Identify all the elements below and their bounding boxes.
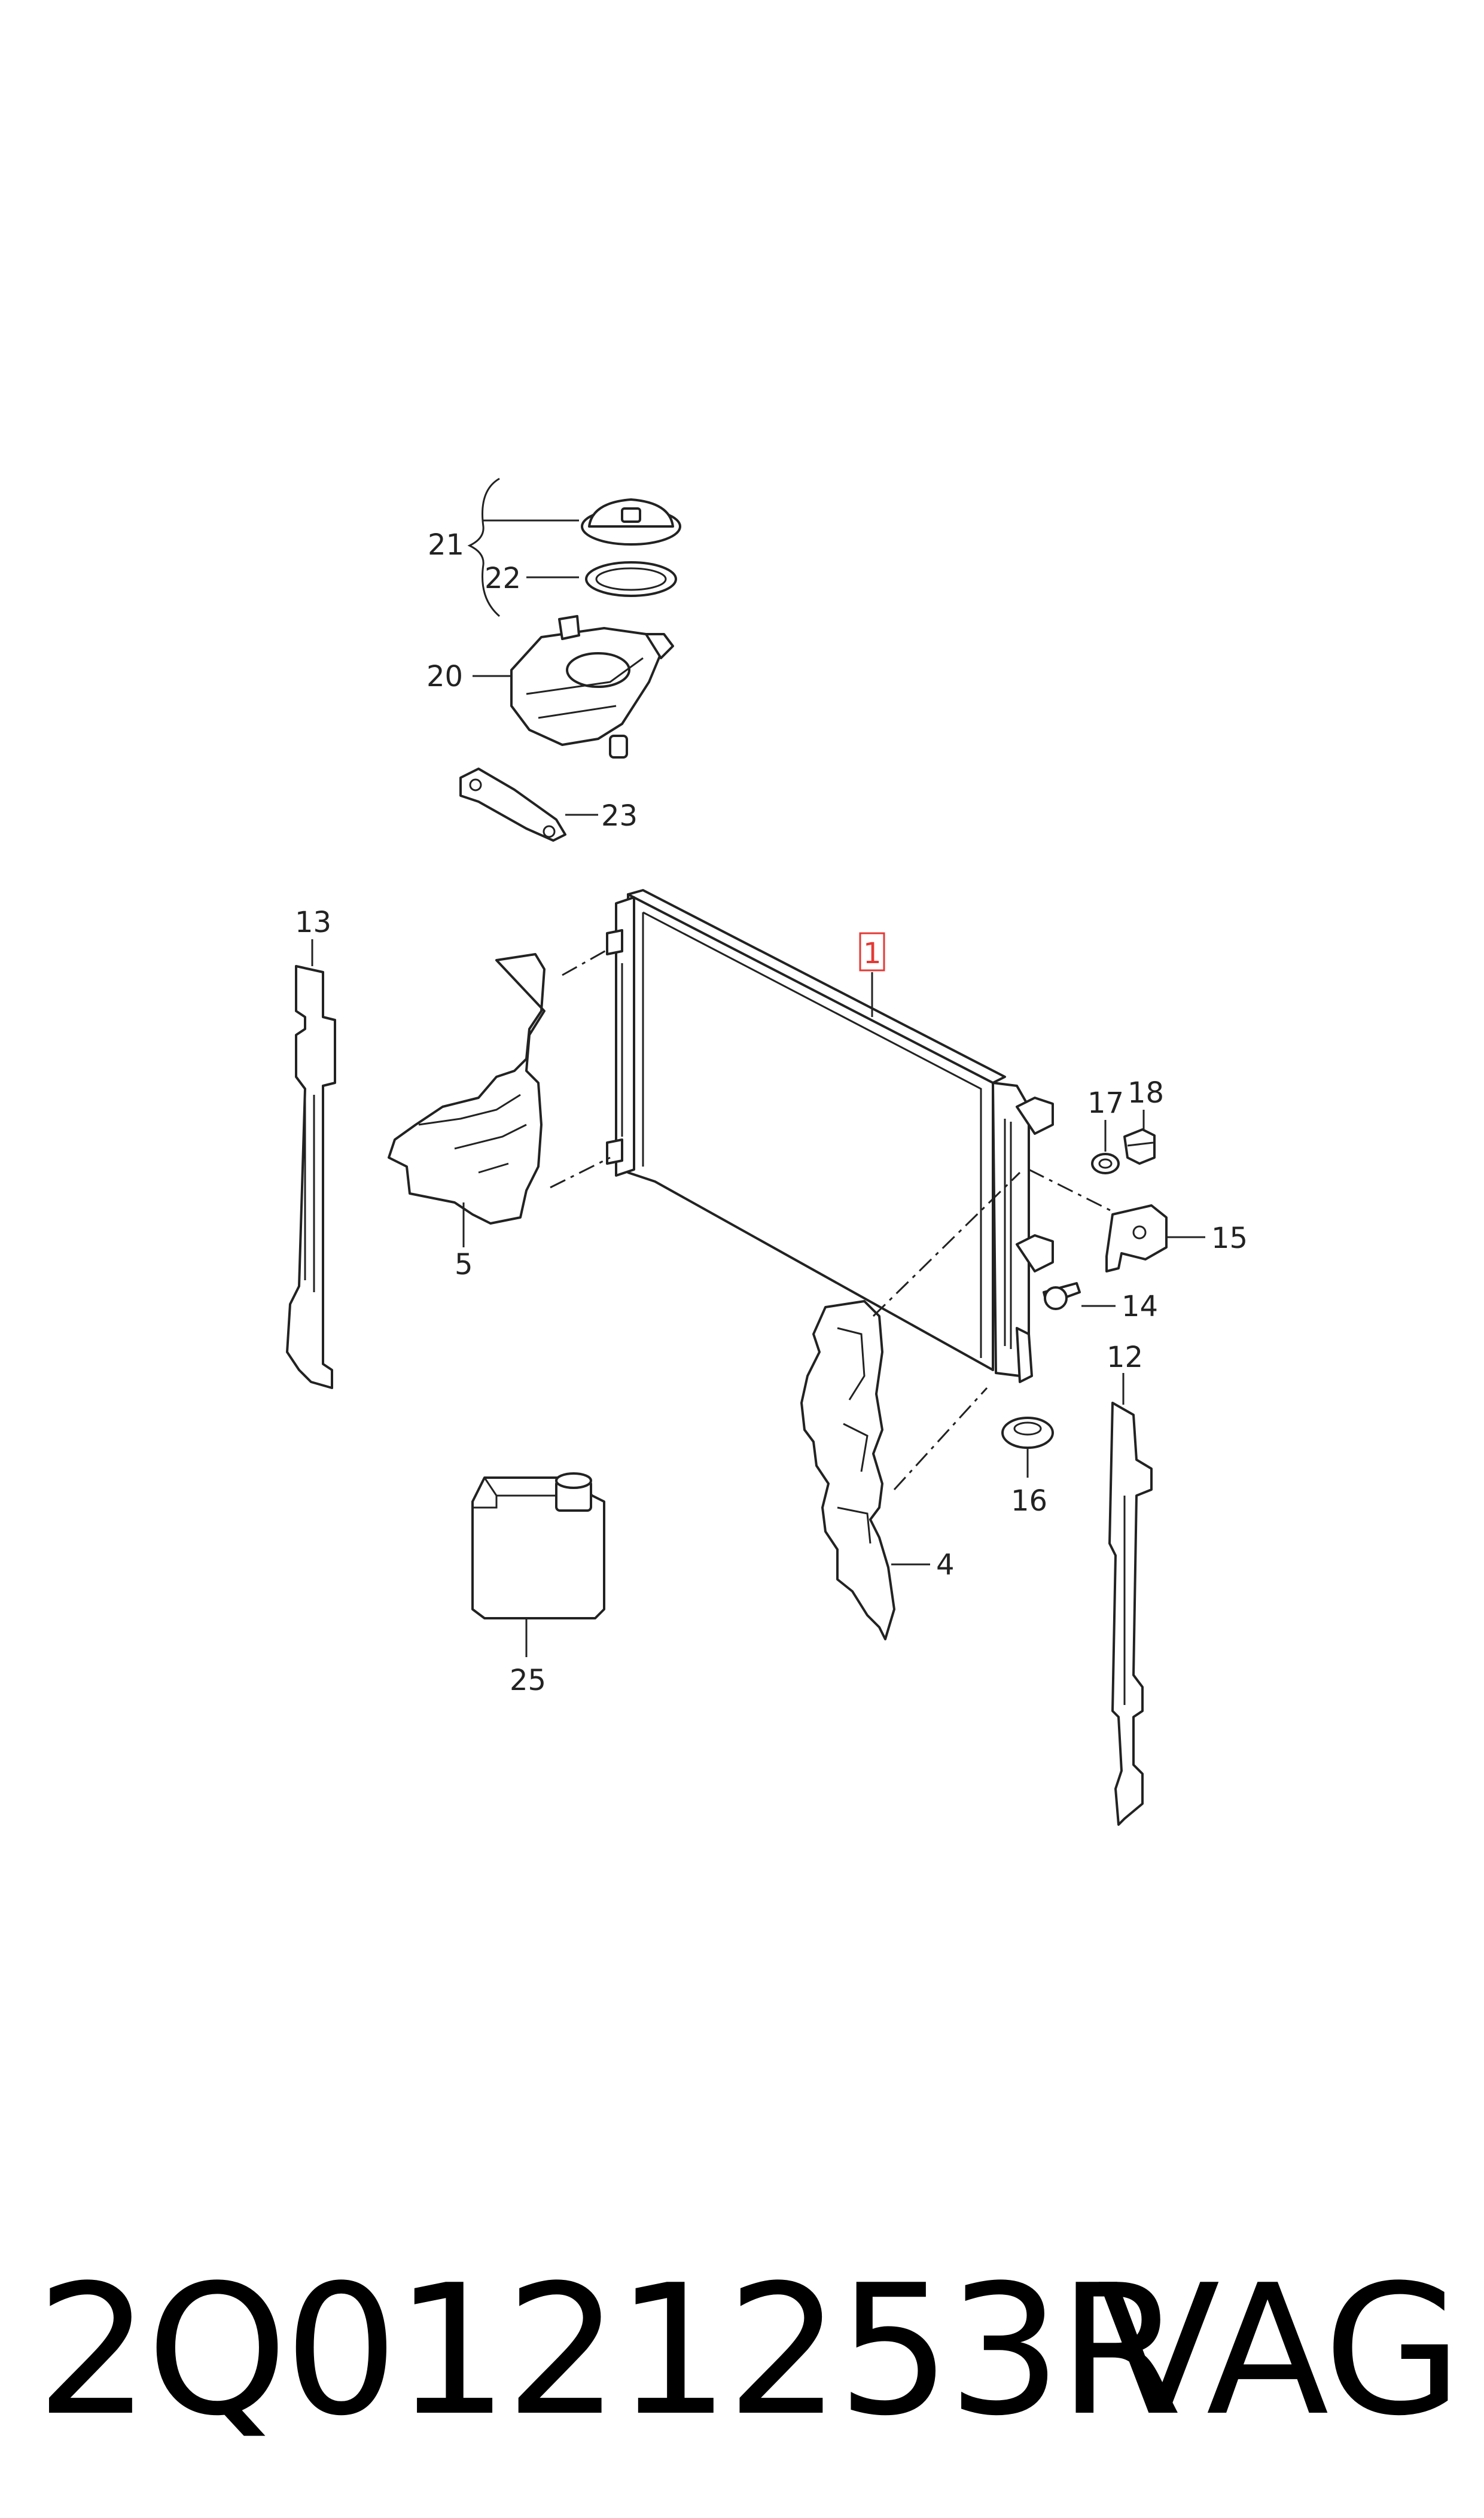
drain-plug-part: [1123, 1110, 1156, 1165]
coolant-bottle-part: [471, 1472, 605, 1657]
cap-group: [467, 477, 681, 617]
callout-13: 13: [295, 906, 331, 939]
footer: 2Q0121253R VAG: [0, 2231, 1484, 2471]
dash-5-bottom: [550, 1156, 611, 1189]
expansion-tank-part: [473, 615, 674, 759]
rubber-mount-part: [1001, 1417, 1054, 1478]
dash-15: [1028, 1168, 1113, 1213]
part-number: 2Q0121253R: [36, 2246, 1183, 2455]
callout-1: 1: [863, 937, 882, 970]
radiator-fins: [621, 963, 1012, 1349]
callout-25: 25: [510, 1664, 546, 1697]
dash-5-top: [562, 947, 611, 976]
tank-bracket-part: [459, 768, 598, 842]
left-seal-strip-part: [286, 939, 336, 1389]
drain-seal-part: [1091, 1120, 1120, 1174]
callout-22: 22: [484, 562, 521, 595]
seal-ring-part: [585, 561, 677, 597]
dash-4-bottom: [893, 1387, 988, 1491]
cap-part: [581, 498, 681, 546]
callout-15: 15: [1211, 1222, 1248, 1255]
callout-18: 18: [1128, 1076, 1164, 1110]
callout-20: 20: [426, 660, 463, 693]
radiator-part: [606, 889, 1054, 1383]
callout-14: 14: [1122, 1290, 1158, 1323]
callout-21: 21: [428, 528, 464, 562]
callout-5: 5: [455, 1248, 473, 1281]
left-air-guide-part: [388, 953, 546, 1247]
bracket-21: [467, 477, 500, 617]
callout-4: 4: [936, 1548, 955, 1582]
screw-part: [1043, 1282, 1116, 1310]
highlight-box-1: [859, 932, 885, 972]
callout-23: 23: [601, 799, 638, 833]
callout-12: 12: [1107, 1341, 1143, 1374]
callout-17: 17: [1087, 1086, 1124, 1120]
brand-name: VAG: [1097, 2246, 1462, 2455]
dash-4-top: [872, 1171, 1021, 1317]
callout-16: 16: [1011, 1484, 1047, 1518]
right-seal-strip-part: [1108, 1373, 1153, 1826]
bracket-15-part: [1105, 1204, 1205, 1272]
right-air-guide-part: [800, 1300, 930, 1640]
